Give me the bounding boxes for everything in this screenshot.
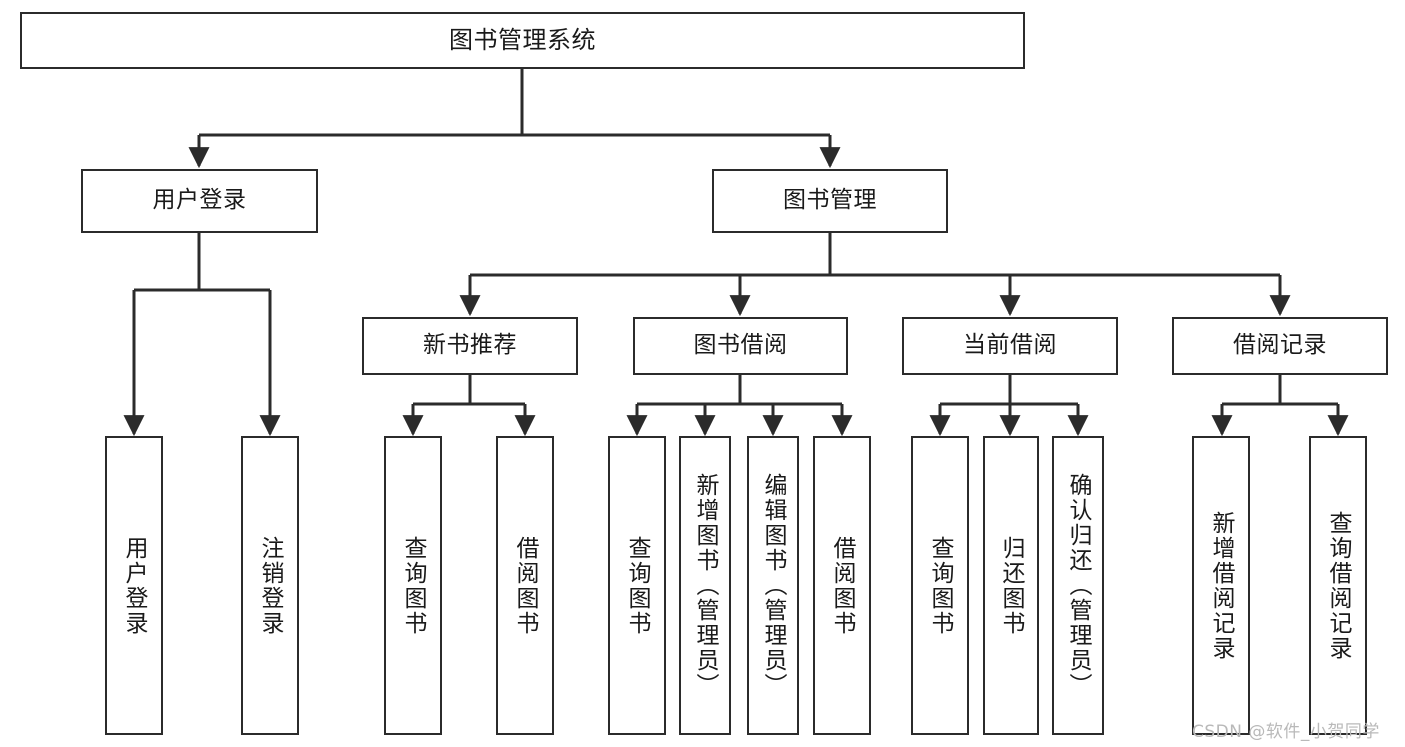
node-label: 图书借阅 bbox=[693, 332, 788, 359]
node-label: 归还图书 bbox=[998, 535, 1025, 636]
node-leaf-return-books[interactable]: 归还图书 bbox=[983, 436, 1039, 735]
node-label: 借阅图书 bbox=[512, 535, 539, 636]
node-leaf-query-books-current[interactable]: 查询图书 bbox=[911, 436, 969, 735]
node-leaf-logout[interactable]: 注销登录 bbox=[241, 436, 299, 735]
node-leaf-query-borrow-record[interactable]: 查询借阅记录 bbox=[1309, 436, 1367, 735]
node-label: 编辑图书（管理员） bbox=[760, 473, 787, 698]
node-leaf-add-borrow-record[interactable]: 新增借阅记录 bbox=[1192, 436, 1250, 735]
node-current-borrowing[interactable]: 当前借阅 bbox=[902, 317, 1118, 375]
node-label: 借阅记录 bbox=[1233, 332, 1327, 359]
watermark-csdn: CSDN @软件_小贺同学 bbox=[1192, 722, 1380, 742]
node-label: 确认归还（管理员） bbox=[1065, 473, 1092, 698]
node-label: 图书管理 bbox=[783, 187, 877, 214]
node-new-book-recommendation[interactable]: 新书推荐 bbox=[362, 317, 578, 375]
node-label: 查询借阅记录 bbox=[1325, 510, 1352, 661]
node-root-book-management-system[interactable]: 图书管理系统 bbox=[20, 12, 1025, 69]
node-leaf-edit-book-admin[interactable]: 编辑图书（管理员） bbox=[747, 436, 799, 735]
node-leaf-user-login[interactable]: 用户登录 bbox=[105, 436, 163, 735]
node-label: 新书推荐 bbox=[423, 332, 517, 359]
node-leaf-borrow-books[interactable]: 借阅图书 bbox=[813, 436, 871, 735]
node-label: 图书管理系统 bbox=[449, 26, 596, 55]
node-label: 用户登录 bbox=[121, 535, 148, 636]
node-leaf-confirm-return-admin[interactable]: 确认归还（管理员） bbox=[1052, 436, 1104, 735]
node-leaf-borrow-books-newbook[interactable]: 借阅图书 bbox=[496, 436, 554, 735]
node-label: 注销登录 bbox=[257, 535, 284, 636]
node-label: 借阅图书 bbox=[829, 535, 856, 636]
node-label: 当前借阅 bbox=[963, 332, 1057, 359]
node-book-borrowing[interactable]: 图书借阅 bbox=[633, 317, 848, 375]
node-label: 新增图书（管理员） bbox=[692, 473, 719, 698]
node-label: 查询图书 bbox=[400, 535, 427, 636]
node-leaf-query-books-newbook[interactable]: 查询图书 bbox=[384, 436, 442, 735]
node-book-management[interactable]: 图书管理 bbox=[712, 169, 948, 233]
node-label: 用户登录 bbox=[152, 187, 247, 214]
node-leaf-add-book-admin[interactable]: 新增图书（管理员） bbox=[679, 436, 731, 735]
node-borrowing-records[interactable]: 借阅记录 bbox=[1172, 317, 1388, 375]
node-label: 新增借阅记录 bbox=[1208, 510, 1235, 661]
node-leaf-query-books-borrow[interactable]: 查询图书 bbox=[608, 436, 666, 735]
node-label: 查询图书 bbox=[624, 535, 651, 636]
node-user-login[interactable]: 用户登录 bbox=[81, 169, 318, 233]
node-label: 查询图书 bbox=[927, 535, 954, 636]
